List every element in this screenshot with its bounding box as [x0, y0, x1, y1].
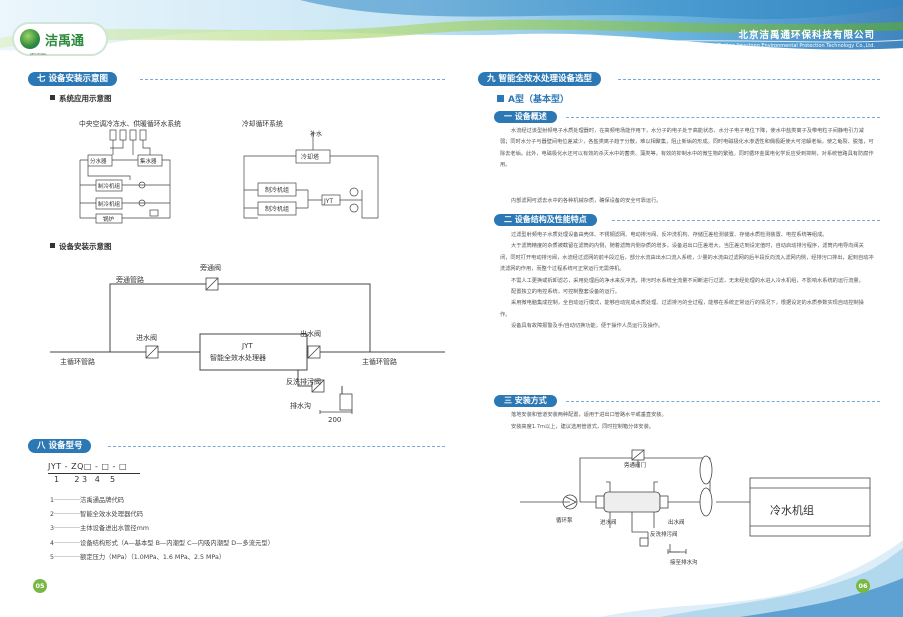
- subheading-system-diagram: 系统应用示意图: [50, 93, 112, 104]
- label-inlet: 进水阀: [600, 518, 617, 526]
- install-paragraph: 落地安装和管道安装两种配置，适用于进出口管路水平或垂直安装。: [511, 412, 667, 418]
- subheading-install-diagram: 设备安装示意图: [50, 241, 112, 252]
- model-code-underline: [48, 473, 140, 474]
- overview-paragraph: 水流经过该型射频电子水质处理器时，在高频电场能作用下，水分子的电子处于高能状态，…: [500, 128, 874, 169]
- label-bypass-pipe: 旁通管路: [116, 275, 144, 284]
- legend-item: 1·············洁禹通品牌代码: [50, 497, 125, 504]
- tag-structure: 二 设备结构及性能特点: [494, 214, 597, 226]
- tag-structure-rule: [612, 220, 880, 221]
- label-chiller-1: 制冷机组: [98, 182, 121, 190]
- structure-paragraph: 设备具有故障报警及手/自动切换功能，便于操作人员运行及操作。: [511, 323, 664, 330]
- label-boiler: 锅炉: [103, 215, 115, 223]
- header-wave-background: [0, 0, 903, 53]
- model-legend: 1·············洁禹通品牌代码 2·············智能全效…: [50, 494, 274, 565]
- label-makeup: 补水: [310, 130, 322, 138]
- section-7-header: 七 设备安装示意图: [28, 72, 117, 86]
- label-bypass-valve-door: 旁通阀门: [624, 461, 646, 469]
- label-device-line-2: 智能全效水处理器: [210, 353, 266, 362]
- section-7-rule: [140, 79, 445, 80]
- brand-logo: 洁禹通: [14, 24, 106, 54]
- label-chiller-unit: 冷水机组: [770, 503, 814, 517]
- logo-icon: [20, 29, 40, 49]
- label-drain: 排水沟: [290, 401, 311, 410]
- label-distributor: 分水器: [90, 157, 107, 165]
- footer-wave-decoration: [600, 540, 903, 617]
- section-8-rule: [108, 446, 445, 447]
- model-code: JYT - ZQ□ - □ - □: [48, 462, 128, 471]
- section-9-rule: [618, 79, 880, 80]
- tag-overview-rule: [566, 117, 880, 118]
- label-chiller-b: 制冷机组: [265, 205, 289, 213]
- page-number-right: 06: [856, 579, 870, 593]
- label-chiller-2: 制冷机组: [98, 200, 121, 208]
- page-number-left: 05: [33, 579, 47, 593]
- label-drain-right: 接至排水沟: [670, 558, 698, 566]
- legend-item: 4·············设备结构形式（A—基本型 B—内潮型 C—内吸内潮型…: [50, 539, 274, 547]
- legend-item: 3·············主体设备进出水管径mm: [50, 525, 149, 533]
- structure-paragraph: 配置独立的电控系统，可控制整套设备的运行。: [511, 289, 620, 296]
- cooling-system-diagram: 补水 冷却塔 制冷机组 制冷机组 JYT: [243, 130, 379, 219]
- distributor-box: [87, 154, 113, 167]
- company-name-cn: 北京洁禹通环保科技有限公司: [738, 30, 875, 41]
- structure-paragraphs: 过滤型射频电子水质处理设备由壳体、不锈钢滤网、电动排污阀、反冲洗机构、存储压差检…: [500, 230, 874, 333]
- jyt-box: [321, 194, 341, 206]
- overview-paragraph-2: 内部滤网可滤去水中的各种机械杂质，确保设备的安全可靠运行。: [511, 198, 662, 204]
- brand-name: 洁禹通: [45, 33, 85, 49]
- a-type-heading: A型（基本型）: [497, 92, 569, 105]
- label-backwash: 反洗排污阀: [650, 530, 678, 538]
- chiller-2-box: [95, 197, 123, 210]
- jyt-device-box: [199, 333, 308, 371]
- structure-paragraph: 不需人工更换或拆卸滤芯，采用处理后的净水来反冲洗，排污时水系统全流量不间断进行过…: [511, 277, 864, 284]
- brand-subname: JIEYUTONG: [30, 52, 47, 56]
- label-inlet-valve: 进水阀: [136, 333, 157, 342]
- chiller-1-box: [95, 179, 123, 192]
- section-9-header: 九 智能全效水处理设备选型: [478, 72, 601, 86]
- installation-diagram: 旁通阀门 循环泵 进水阀 出水阀 反洗排污阀 接至排水沟 冷水机组: [520, 449, 871, 566]
- structure-paragraph: 采用微电脑集成控制，全自动运行模式，能够自动完成水质处理、过滤排污的全过程，能够…: [500, 300, 864, 318]
- filter-body: [603, 491, 661, 513]
- chiller-b-box: [257, 201, 297, 216]
- install-diagram: 旁通管路 旁通阀 进水阀 JYT 智能全效水处理器 出水阀 主循环管路 主循环管…: [50, 263, 445, 424]
- label-device: JYT: [323, 198, 333, 205]
- model-code-positions: 1 2 3 4 5: [54, 475, 116, 484]
- tag-installation: 三 安装方式: [494, 395, 557, 407]
- label-device-line-1: JYT: [241, 342, 253, 350]
- tag-overview: 一 设备概述: [494, 111, 557, 123]
- label-backwash-valve: 反洗排污阀: [286, 377, 321, 386]
- label-main-pipe-right: 主循环管路: [362, 357, 397, 366]
- label-circ-pump: 循环泵: [556, 516, 573, 524]
- label-outlet-valve: 出水阀: [300, 329, 321, 338]
- boiler-box: [95, 213, 123, 224]
- chiller-a-box: [257, 182, 297, 197]
- company-name-en: Beijing Jieyutong Environmental Protecti…: [717, 43, 875, 49]
- section-8-header: 八 设备型号: [28, 439, 92, 453]
- legend-item: 2·············智能全效水处理器代码: [50, 511, 143, 519]
- legend-item: 5·············额定压力（MPa）（1.0MPa、1.6 MPa、2…: [50, 553, 226, 561]
- system-2-title: 冷却循环系统: [242, 120, 283, 128]
- company-block: 北京洁禹通环保科技有限公司 Beijing Jieyutong Environm…: [718, 27, 875, 49]
- label-main-pipe-left: 主循环管路: [60, 357, 95, 366]
- structure-paragraph: 过滤型射频电子水质处理设备由壳体、不锈钢滤网、电动排污阀、反冲洗机构、存储压差检…: [511, 232, 828, 238]
- label-collector: 集水器: [140, 157, 157, 165]
- structure-paragraph: 大于滤筒精度的杂质被截留在滤筒的内侧，随着滤筒内侧杂质的增多，设备进出口压差增大…: [500, 243, 874, 273]
- label-dim: 200: [328, 416, 341, 424]
- system-1-title: 中央空调冷冻水、供暖循环水系统: [79, 120, 181, 128]
- tag-installation-rule: [566, 401, 880, 402]
- label-bypass-valve: 旁通阀: [200, 263, 221, 272]
- central-ac-system-diagram: 分水器 集水器 制冷机组 制冷机组 锅炉: [79, 129, 171, 224]
- label-tower: 冷却塔: [301, 153, 319, 161]
- install-paragraph: 安装高度1.7m以上，建议选用管道式，同时控制箱分体安装。: [511, 424, 654, 430]
- label-outlet: 出水阀: [668, 518, 685, 526]
- label-chiller-a: 制冷机组: [265, 186, 289, 194]
